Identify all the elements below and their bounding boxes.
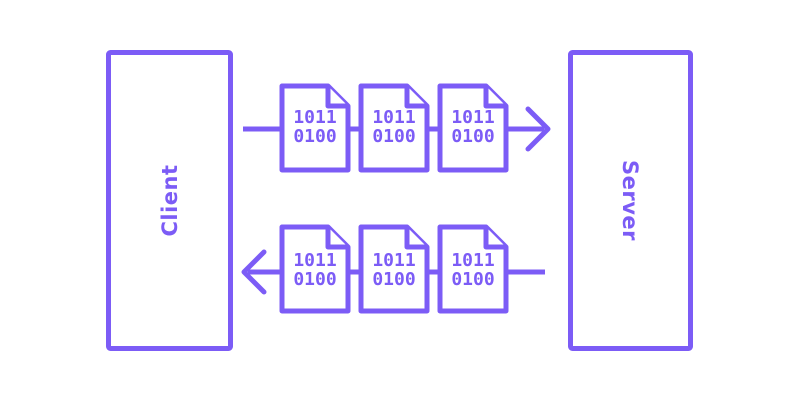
client-node: Client xyxy=(106,50,233,351)
packet-binary-line2: 0100 xyxy=(372,269,415,290)
packet-binary-line2: 0100 xyxy=(451,126,494,147)
server-node: Server xyxy=(568,50,693,351)
client-box xyxy=(106,50,233,351)
packet-binary-line1: 1011 xyxy=(451,107,494,128)
packet-binary-line1: 1011 xyxy=(372,250,415,271)
packet-binary-line1: 1011 xyxy=(451,250,494,271)
file-fold-icon xyxy=(404,227,427,250)
packet-binary-line1: 1011 xyxy=(372,107,415,128)
packet-binary-line2: 0100 xyxy=(293,269,336,290)
file-fold-icon xyxy=(483,86,506,109)
file-fold-icon xyxy=(325,227,348,250)
arrow-right-icon xyxy=(525,106,551,152)
file-fold-icon xyxy=(325,86,348,109)
packet-binary-line2: 0100 xyxy=(451,269,494,290)
packet-binary-line2: 0100 xyxy=(372,126,415,147)
client-label: Client xyxy=(158,164,182,236)
arrow-left-icon xyxy=(241,249,267,295)
packet-binary-line1: 1011 xyxy=(293,107,336,128)
file-fold-icon xyxy=(404,86,427,109)
packet-binary-line1: 1011 xyxy=(293,250,336,271)
server-label: Server xyxy=(618,160,642,241)
file-fold-icon xyxy=(483,227,506,250)
packet-binary-line2: 0100 xyxy=(293,126,336,147)
server-box xyxy=(568,50,693,351)
